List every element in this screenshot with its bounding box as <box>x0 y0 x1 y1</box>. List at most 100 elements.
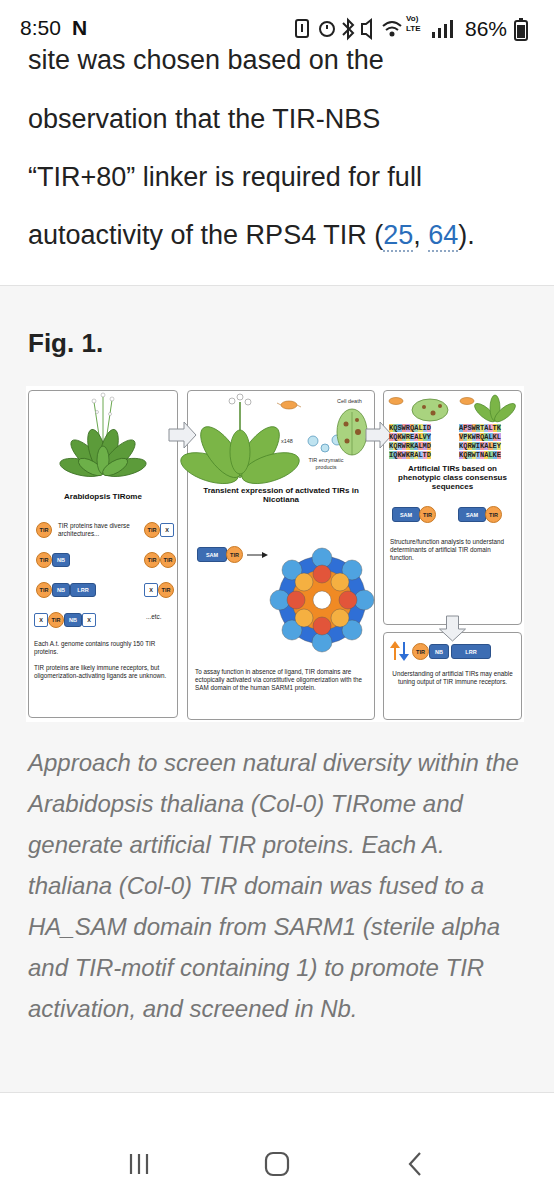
panel-title: Artificial TIRs based on phenotypic clas… <box>388 464 517 492</box>
arabidopsis-plant <box>58 455 104 480</box>
status-icons <box>519 18 523 21</box>
domain-label: TIR <box>40 527 49 533</box>
status-icons <box>432 32 435 38</box>
nav-bar-icons <box>131 1153 420 1175</box>
tir-domain: TIR <box>226 546 243 563</box>
text-line: autoactivity of the RPS4 TIR (25, 64). <box>28 215 475 255</box>
spotted-leaf <box>422 405 426 409</box>
tir-domain: TIR <box>160 552 176 568</box>
domain-label: TIR <box>162 587 171 593</box>
domain-label: NB <box>69 617 77 623</box>
domain-label: SAM <box>400 512 412 518</box>
tir-oligomer-structure <box>278 556 366 644</box>
status-icons <box>438 28 441 38</box>
tir-domain: TIR <box>412 643 429 660</box>
status-icons <box>383 22 401 30</box>
tir-oligomer-structure <box>342 560 362 580</box>
healthy-plant <box>490 395 500 421</box>
text-line: site was chosen based on the <box>28 40 384 80</box>
figure-panel: Arabidopsis TIRomeTIR proteins have dive… <box>28 390 178 718</box>
nb-domain: NB <box>429 644 449 659</box>
figure-caption: Approach to screen natural diversity wit… <box>28 742 528 1029</box>
panel-text: TIR proteins have diverse architectures.… <box>58 522 138 538</box>
sam-domain: SAM <box>392 507 420 522</box>
tir-oligomer-structure <box>313 565 331 583</box>
body-text: observation that the TIR-NBS <box>28 104 380 134</box>
agrobacterium-icon <box>297 405 301 407</box>
nicotiana-plant <box>239 402 241 478</box>
tuning-arrows <box>399 654 409 661</box>
battery-level: 86% <box>465 17 507 41</box>
tuning-arrows <box>390 641 409 661</box>
domain-label: TIR <box>164 557 173 563</box>
text-line: “TIR+80” linker is required for full <box>28 157 422 197</box>
tir-domain: TIR <box>144 522 160 538</box>
figure-image: Arabidopsis TIRomeTIR proteins have dive… <box>26 386 524 722</box>
arabidopsis-plant <box>58 393 147 480</box>
domain-label: TIR <box>52 617 61 623</box>
block-arrow <box>440 616 466 641</box>
tir-oligomer-structure <box>287 591 305 609</box>
domain-label: X <box>165 527 169 533</box>
spotted-leaf <box>438 404 442 408</box>
enzymatic-products <box>308 436 318 446</box>
enzymatic-products <box>308 435 342 452</box>
tuning-arrows <box>403 642 405 656</box>
panel-text: To assay function in absence of ligand, … <box>195 668 367 691</box>
activation-arrow <box>262 552 268 558</box>
tir-oligomer-structure <box>331 609 349 627</box>
domain-label: TIR <box>148 527 157 533</box>
body-text: autoactivity of the RPS4 TIR ( <box>28 220 383 250</box>
x-domain: X <box>34 613 48 627</box>
status-icons <box>320 22 334 36</box>
body-text: site was chosen based on the <box>28 45 384 75</box>
healthy-plant <box>472 400 498 424</box>
tir-oligomer-structure <box>313 617 331 635</box>
nicotiana-plant <box>177 394 303 490</box>
network-label: LTE <box>406 24 421 33</box>
nicotiana-plant <box>238 446 303 489</box>
activation-arrow <box>247 552 268 558</box>
domain-label: SAM <box>466 512 478 518</box>
tir-oligomer-structure <box>354 590 374 610</box>
arabidopsis-plant <box>96 411 99 414</box>
tir-oligomer-structure <box>313 591 331 609</box>
spotted-leaf <box>412 399 448 421</box>
nicotiana-plant <box>231 420 287 484</box>
activation-arrow <box>247 555 264 556</box>
sam-domain: SAM <box>458 507 486 522</box>
figure-panel: Understanding of artificial TIRs may ena… <box>383 632 522 720</box>
nicotiana-plant <box>230 430 250 474</box>
arabidopsis-plant <box>97 435 139 477</box>
panel-text: Each A.t. genome contains roughly 150 TI… <box>34 640 174 656</box>
panel-title: Arabidopsis TIRome <box>28 492 178 501</box>
arabidopsis-plant <box>100 455 130 479</box>
arabidopsis-plant <box>58 427 147 479</box>
tir-oligomer-structure <box>282 560 302 580</box>
arabidopsis-plant <box>103 396 104 462</box>
nicotiana-plant <box>177 420 303 490</box>
domain-label: TIR <box>423 512 432 518</box>
domain-label: NB <box>57 557 65 563</box>
cell-death-leaf <box>345 439 350 444</box>
arabidopsis-plant <box>84 427 111 474</box>
nav-bar-icons <box>130 1154 132 1174</box>
tir-domain: TIR <box>36 582 52 598</box>
healthy-plant <box>472 395 518 425</box>
sam-domain: SAM <box>197 547 227 562</box>
spotted-leaf <box>412 399 448 421</box>
lrr-domain: LRR <box>70 583 96 597</box>
tir-oligomer-structure <box>312 548 332 568</box>
domain-label: TIR <box>40 587 49 593</box>
tuning-arrows <box>394 646 396 660</box>
enzymatic-products <box>332 435 342 445</box>
cell-death-leaf <box>344 422 349 427</box>
arabidopsis-plant <box>92 393 114 416</box>
spotted-leaf <box>422 404 442 416</box>
tir-oligomer-structure <box>270 548 374 652</box>
nb-domain: NB <box>64 613 82 627</box>
status-icons <box>450 20 453 38</box>
tir-domain: TIR <box>158 582 174 598</box>
arabidopsis-plant <box>94 402 103 462</box>
tir-oligomer-structure <box>270 590 290 610</box>
